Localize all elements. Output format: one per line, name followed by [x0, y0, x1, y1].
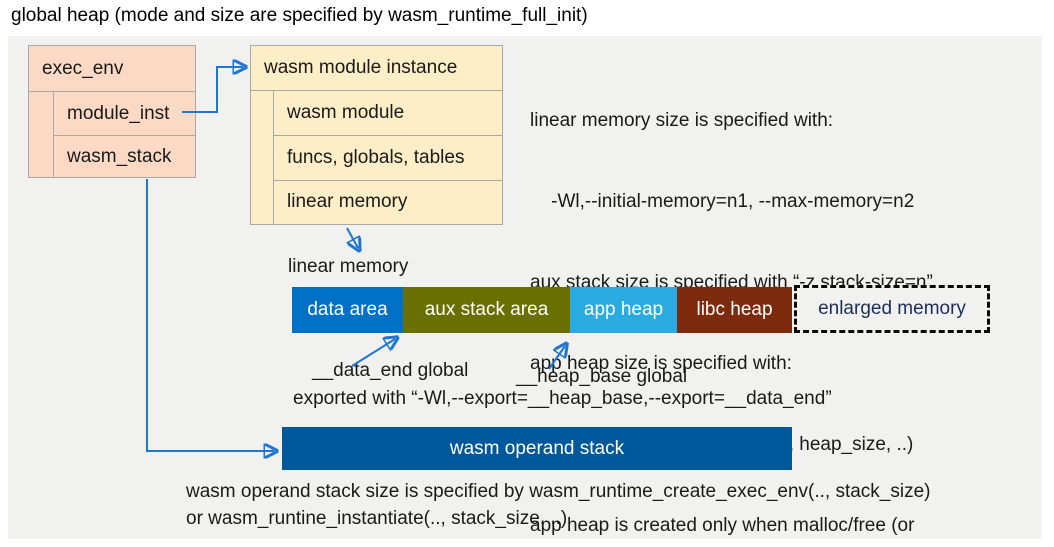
- exec-env-box: exec_env module_inst wasm_stack: [28, 45, 196, 178]
- wasm-operand-stack-bar: wasm operand stack: [282, 427, 792, 470]
- module-instance-row-linear-memory: linear memory: [273, 181, 502, 224]
- segment-data-area: data area: [292, 287, 403, 333]
- wasm-module-instance-box: wasm module instance wasm module funcs, …: [250, 45, 503, 225]
- exec-env-row-module-inst: module_inst: [53, 92, 195, 136]
- exec-env-header: exec_env: [29, 46, 195, 92]
- linear-memory-caption: linear memory: [288, 256, 409, 277]
- segment-libc-heap: libc heap: [677, 287, 792, 333]
- segment-enlarged-memory: enlarged memory: [794, 285, 990, 333]
- export-note-label: exported with “-Wl,--export=__heap_base,…: [293, 388, 832, 409]
- operand-stack-note-line1: wasm operand stack size is specified by …: [186, 481, 931, 502]
- module-instance-row-wasm-module: wasm module: [273, 91, 502, 136]
- module-instance-row-funcs-globals-tables: funcs, globals, tables: [273, 136, 502, 181]
- exec-env-row-wasm-stack: wasm_stack: [53, 136, 195, 177]
- data-end-global-label: __data_end global: [312, 360, 469, 381]
- segment-app-heap: app heap: [570, 287, 677, 333]
- note-line: app heap is created only when malloc/fre…: [530, 515, 915, 536]
- module-instance-header: wasm module instance: [251, 46, 502, 91]
- note-line: linear memory size is specified with:: [530, 110, 834, 131]
- segment-aux-stack-area: aux stack area: [403, 287, 570, 333]
- heap-base-global-label: __heap_base global: [516, 366, 688, 387]
- diagram-title: global heap (mode and size are specified…: [11, 5, 588, 26]
- note-line: -Wl,--initial-memory=n1, --max-memory=n2: [530, 191, 915, 212]
- operand-stack-note-line2: or wasm_runtine_instantiate(.., stack_si…: [186, 508, 568, 529]
